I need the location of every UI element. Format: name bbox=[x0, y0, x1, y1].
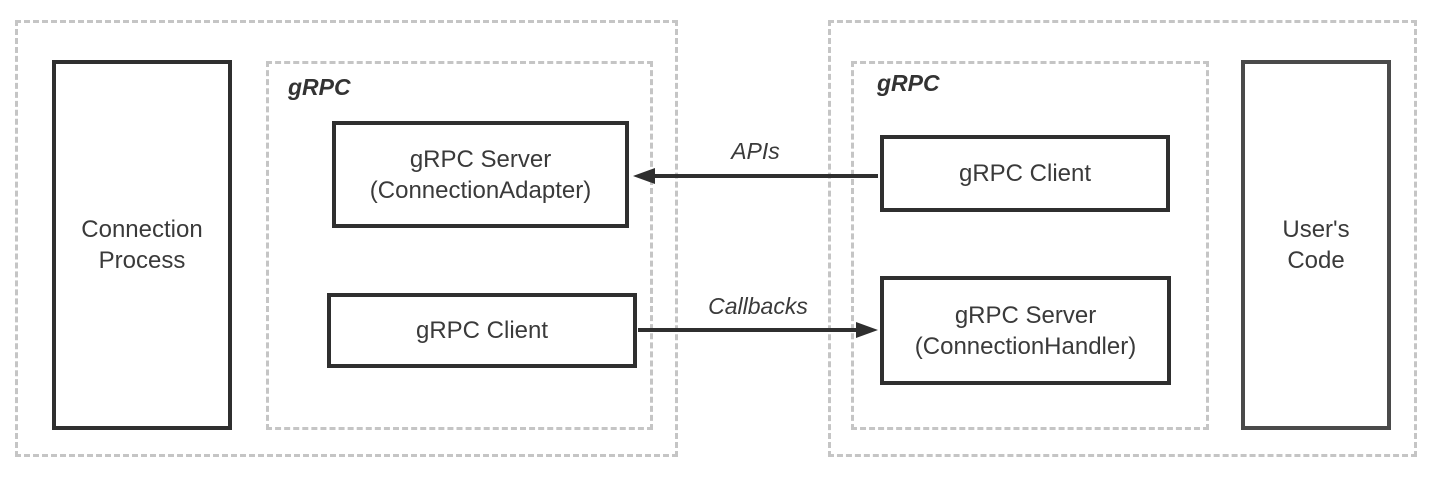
left-server-label-line2: (ConnectionAdapter) bbox=[369, 176, 592, 204]
left-client-label: gRPC Client bbox=[415, 317, 549, 344]
users-code-box: User's Code bbox=[1241, 60, 1391, 430]
right-grpc-client-box: gRPC Client bbox=[880, 135, 1170, 212]
left-grpc-group-label: gRPC bbox=[288, 74, 351, 100]
apis-arrow-label: APIs bbox=[731, 138, 780, 164]
grpc-server-connection-handler-box: gRPC Server (ConnectionHandler) bbox=[880, 276, 1171, 385]
users-code-group bbox=[828, 20, 1417, 457]
connection-process-box: Connection Process bbox=[52, 60, 232, 430]
users-code-label: User's Code bbox=[1282, 216, 1350, 274]
connection-process-group bbox=[15, 20, 678, 457]
right-grpc-group-label: gRPC bbox=[877, 70, 940, 96]
left-grpc-client-box: gRPC Client bbox=[327, 293, 637, 368]
right-server-label-line2: (ConnectionHandler) bbox=[914, 332, 1137, 360]
callbacks-arrowhead-icon bbox=[856, 322, 878, 338]
right-grpc-group bbox=[851, 61, 1209, 430]
left-grpc-group bbox=[266, 61, 653, 430]
left-server-label-line1: gRPC Server bbox=[409, 145, 552, 173]
apis-arrowhead-icon bbox=[633, 168, 655, 184]
right-client-label: gRPC Client bbox=[958, 160, 1092, 187]
right-server-label-line1: gRPC Server bbox=[954, 301, 1097, 329]
grpc-server-connection-adapter-box: gRPC Server (ConnectionAdapter) bbox=[332, 121, 629, 228]
callbacks-arrow-label: Callbacks bbox=[708, 293, 808, 319]
apis-arrow-line bbox=[650, 174, 878, 178]
connection-process-label: Connection Process bbox=[81, 216, 203, 274]
callbacks-arrow-line bbox=[638, 328, 862, 332]
